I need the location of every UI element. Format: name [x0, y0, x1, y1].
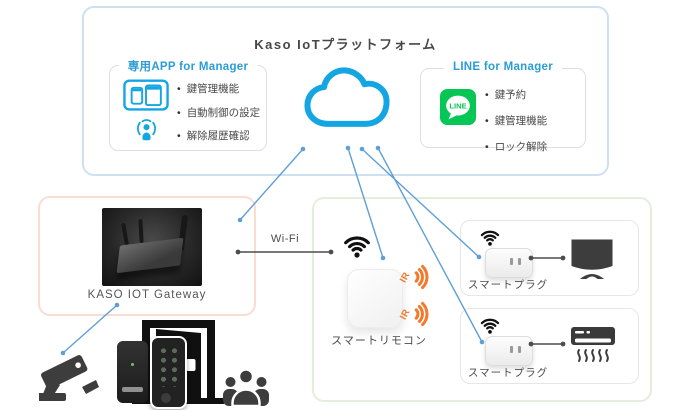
line-panel: LINE for Manager LINE 鍵予約 鍵管理機能 ロック解除 [420, 61, 586, 153]
smart-remote-device [347, 269, 403, 328]
page-title: Kaso IoTプラットフォーム [254, 37, 437, 52]
feature-item: 解除履歴確認 [177, 128, 260, 143]
feature-item: 鍵予約 [485, 87, 547, 102]
line-panel-title: LINE for Manager [443, 61, 563, 73]
feature-item: 自動制御の設定 [177, 105, 261, 120]
smart-plug-label: スマートプラグ [467, 367, 549, 379]
tv-icon [571, 239, 613, 279]
manager-app-title: 専用APP for Manager [118, 58, 258, 74]
security-camera-icon [39, 355, 99, 401]
smart-remote-label: スマートリモコン [331, 335, 427, 347]
line-panel-content: LINE 鍵予約 鍵管理機能 ロック解除 [421, 69, 585, 153]
feature-item: 鍵管理機能 [485, 113, 548, 128]
manager-app-features: 鍵管理機能 自動制御の設定 解除履歴確認 [177, 81, 261, 143]
ir-signal-icon: IR [398, 262, 438, 292]
wifi-link-label: Wi-Fi [270, 233, 300, 245]
keypad-buttons [157, 345, 177, 387]
smart-plug-label: スマートプラグ [467, 279, 549, 291]
wifi-icon [480, 230, 500, 246]
smart-lock-icon [117, 341, 148, 403]
gateway-photo [102, 208, 202, 286]
smart-plug-card-ac: スマートプラグ [460, 308, 639, 384]
ir-signal-icon: IR [398, 299, 438, 329]
line-badge-text: LINE [449, 101, 466, 110]
gateway-antenna [121, 222, 129, 246]
feature-item: 鍵管理機能 [177, 81, 260, 96]
smart-plug-card-tv: スマートプラグ [460, 220, 639, 296]
smart-plug-device [485, 248, 533, 278]
devices-box: スマートリモコン IR IR [312, 197, 652, 402]
cloud-icon [304, 67, 390, 127]
people-icon [223, 368, 269, 406]
smart-plug-device [485, 336, 533, 366]
wifi-icon [480, 318, 500, 334]
feature-item: ロック解除 [485, 139, 548, 154]
manager-app-icons [123, 79, 169, 142]
manager-app-panel: 専用APP for Manager [109, 58, 267, 151]
line-features: 鍵予約 鍵管理機能 ロック解除 [485, 87, 548, 153]
mobile-devices-icon [123, 79, 169, 111]
air-conditioner-icon [571, 327, 615, 362]
wifi-icon [344, 236, 370, 258]
unlock-person-icon [136, 119, 156, 141]
ir-waves [414, 301, 428, 327]
manager-app-content: 鍵管理機能 自動制御の設定 解除履歴確認 [110, 66, 266, 150]
line-app-icon: LINE [439, 88, 477, 126]
ir-waves [414, 264, 428, 290]
keypad-lock-icon [150, 336, 187, 409]
platform-box: Kaso IoTプラットフォーム 専用APP for Manager [82, 6, 609, 176]
gateway-antenna [138, 218, 144, 244]
gateway-label: KASO IOT Gateway [87, 289, 207, 301]
gateway-box: KASO IOT Gateway [38, 196, 256, 316]
